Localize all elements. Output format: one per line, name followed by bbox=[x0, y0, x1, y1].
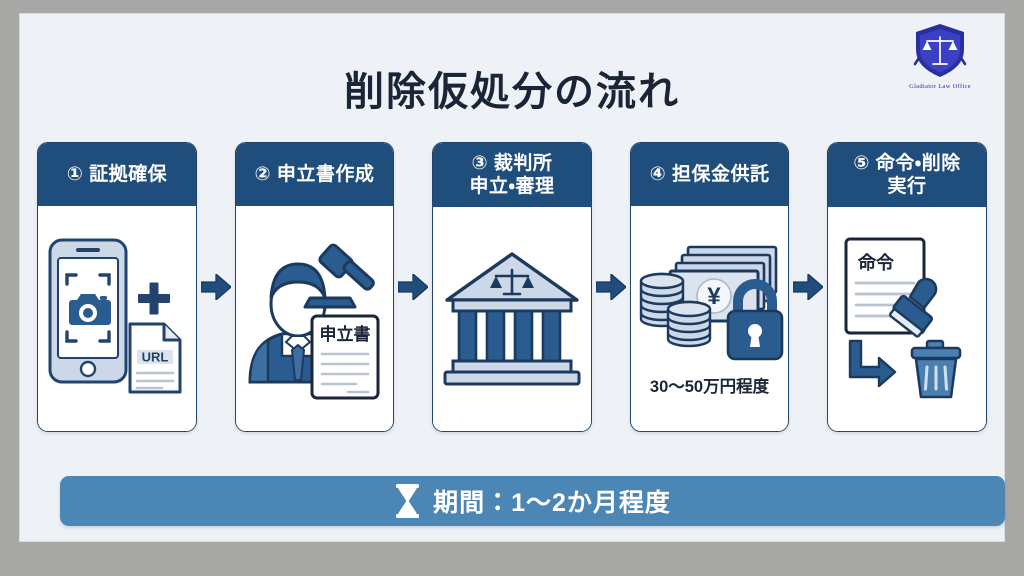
stamp-icon bbox=[889, 277, 938, 338]
arrow-gap-1 bbox=[197, 142, 235, 432]
arrow-right-icon bbox=[793, 274, 824, 300]
petition-drafting-illustration: 申立書 bbox=[248, 243, 380, 399]
svg-text:申立書: 申立書 bbox=[320, 324, 371, 344]
padlock-icon bbox=[726, 278, 783, 360]
step-card-5[interactable]: ⑤ 命令・削除 実行 命令 bbox=[827, 142, 987, 432]
evidence-capture-illustration: URL bbox=[48, 238, 182, 393]
svg-text:命令: 命令 bbox=[857, 252, 894, 273]
arrow-right-icon bbox=[595, 274, 626, 300]
arrow-right-icon bbox=[200, 274, 231, 300]
step-3-heading-line1: ③ 裁判所 bbox=[471, 153, 553, 174]
shield-scales-logo-icon bbox=[913, 24, 967, 77]
gavel-icon bbox=[303, 243, 376, 308]
duration-bar: 期間：1〜2か月程度 bbox=[60, 476, 1005, 526]
step-4-heading: ④ 担保金供託 bbox=[630, 143, 789, 206]
step-2-body: 申立書 bbox=[235, 206, 394, 431]
step-4-caption: 30〜50万円程度 bbox=[649, 377, 770, 396]
hourglass-icon bbox=[396, 484, 420, 518]
trash-bin-icon bbox=[910, 339, 962, 399]
duration-label: 期間：1〜2か月程度 bbox=[433, 489, 671, 517]
arrow-gap-3 bbox=[592, 142, 630, 432]
step-card-4[interactable]: ④ 担保金供託 ¥ bbox=[629, 142, 790, 432]
arrow-gap-4 bbox=[789, 142, 827, 432]
arrow-right-icon bbox=[398, 274, 429, 300]
step-5-heading-line1: ⑤ 命令・削除 bbox=[853, 153, 961, 174]
steps-row: ① 証拠確保 bbox=[37, 142, 987, 432]
step-5-body: 命令 bbox=[828, 206, 986, 431]
step-card-3[interactable]: ③ 裁判所 申立・審理 bbox=[432, 142, 592, 432]
page-title: 削除仮処分の流れ bbox=[344, 70, 680, 114]
security-deposit-illustration: ¥ bbox=[639, 245, 783, 360]
slide-canvas: Gladiator Law Office 削除仮処分の流れ ① 証拠確保 bbox=[20, 14, 1005, 541]
petition-document-icon: 申立書 bbox=[310, 314, 380, 399]
svg-text:URL: URL bbox=[142, 349, 169, 364]
step-3-body bbox=[433, 206, 591, 431]
step-3-heading: ③ 裁判所 申立・審理 bbox=[433, 143, 591, 207]
order-execution-illustration: 命令 bbox=[844, 237, 962, 399]
courthouse-icon bbox=[443, 252, 581, 386]
logo: Gladiator Law Office bbox=[894, 20, 986, 112]
step-1-body: URL bbox=[38, 206, 196, 431]
step-3-heading-line2: 申立・審理 bbox=[469, 176, 555, 198]
step-4-body: ¥ bbox=[630, 206, 789, 431]
step-card-1[interactable]: ① 証拠確保 bbox=[37, 142, 197, 432]
plus-icon bbox=[137, 282, 170, 314]
svg-text:¥: ¥ bbox=[707, 283, 721, 310]
step-5-heading-line2: 実行 bbox=[887, 176, 927, 198]
arrow-gap-2 bbox=[394, 142, 432, 432]
scales-icon bbox=[490, 268, 534, 296]
step-5-heading: ⑤ 命令・削除 実行 bbox=[828, 143, 986, 207]
step-card-2[interactable]: ② 申立書作成 bbox=[234, 142, 395, 432]
url-document-icon: URL bbox=[128, 322, 182, 393]
arrow-down-right-icon bbox=[848, 339, 897, 388]
logo-caption: Gladiator Law Office bbox=[909, 83, 971, 90]
step-1-heading: ① 証拠確保 bbox=[38, 143, 196, 206]
coins-icon bbox=[639, 272, 711, 347]
smartphone-camera-icon bbox=[48, 238, 128, 383]
step-2-heading: ② 申立書作成 bbox=[235, 143, 394, 206]
